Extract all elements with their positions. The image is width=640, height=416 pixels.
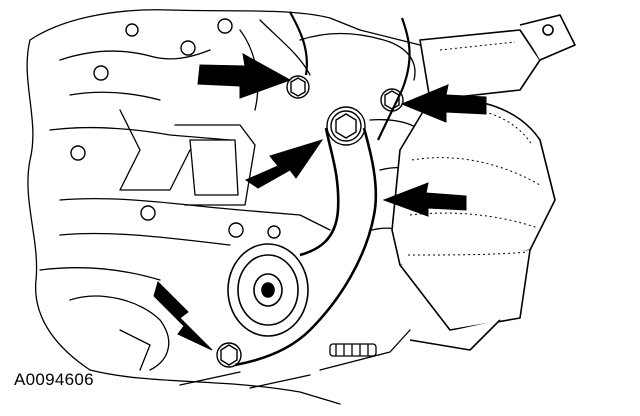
bolt-small-8	[267, 225, 281, 239]
bolt-small-6	[217, 18, 233, 34]
arrow-right-middle-icon	[382, 182, 467, 217]
callout-arrows	[153, 53, 487, 351]
bolt-lower-left	[216, 342, 242, 368]
bolt-heads	[70, 18, 404, 368]
bolt-small-5	[180, 40, 196, 56]
bolt-upper-left	[286, 75, 310, 99]
bolt-small-7	[125, 23, 139, 37]
bolt-center-large	[326, 106, 366, 146]
arrow-upper-left-icon	[197, 53, 292, 99]
pulley	[227, 243, 309, 337]
figure-id-label: A0094606	[14, 370, 94, 389]
bolt-small-4	[228, 222, 244, 238]
support-bracket	[234, 11, 411, 367]
arrow-center-icon	[244, 139, 324, 189]
arrow-upper-right-icon	[400, 84, 487, 123]
bolt-small-1	[93, 65, 109, 81]
bolt-small-2	[70, 145, 86, 161]
bolt-small-3	[140, 205, 156, 221]
catalytic-converter	[391, 14, 576, 351]
lower-stud	[329, 343, 377, 357]
arrow-lower-left-icon	[153, 281, 213, 351]
